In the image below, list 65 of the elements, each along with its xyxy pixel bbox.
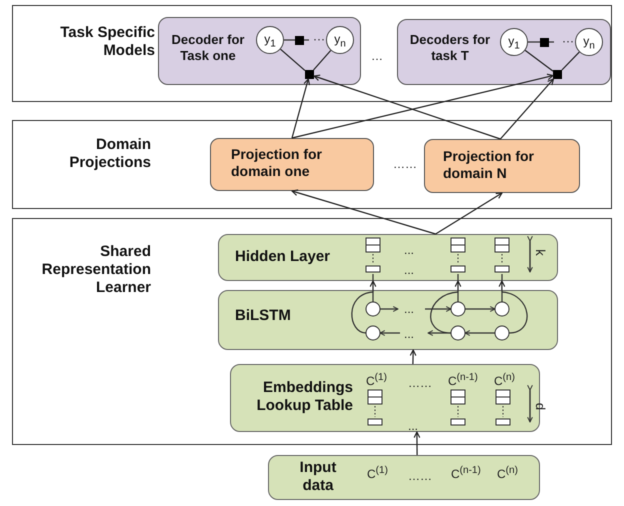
variable-label: y$_{n}$ xyxy=(582,35,596,52)
ellipsis: ... xyxy=(404,328,414,340)
ellipsis: ... xyxy=(404,264,414,276)
decoder-box xyxy=(397,19,611,85)
box-label: Embeddings Lookup Table xyxy=(256,379,353,415)
arrow xyxy=(498,280,506,290)
arrow xyxy=(291,78,310,138)
box-label: Hidden Layer xyxy=(235,248,332,266)
variable-circle xyxy=(575,28,603,56)
box-label: Decoders for task T xyxy=(408,32,492,64)
ellipsis: ··· xyxy=(562,35,574,47)
arrow xyxy=(291,189,436,235)
variable-circle xyxy=(500,28,528,56)
section-panel xyxy=(12,120,612,209)
arrow xyxy=(414,431,420,455)
projection-box xyxy=(210,138,374,191)
arrow xyxy=(410,349,416,364)
connector-line xyxy=(280,48,306,72)
layer-box xyxy=(218,234,558,281)
arrow xyxy=(313,74,501,140)
box-label: Projection for domain N xyxy=(443,148,536,182)
ellipsis: …… xyxy=(393,158,417,170)
arrow xyxy=(370,280,376,290)
ellipsis: ... xyxy=(404,303,414,315)
token-label: C$^{(1)}$ xyxy=(367,466,388,480)
token-label: C$^{(n)}$ xyxy=(494,373,515,387)
decoder-box xyxy=(158,17,361,85)
token-label: C$^{(n-1)}$ xyxy=(451,466,481,480)
token-label: C$^{(n)}$ xyxy=(497,466,518,480)
box-label: BiLSTM xyxy=(235,307,292,325)
factor-square xyxy=(305,70,314,79)
variable-circle xyxy=(326,26,354,54)
section-panel xyxy=(12,5,612,102)
dimension-label: d xyxy=(534,402,548,410)
ellipsis: ... xyxy=(408,420,418,432)
section-heading: Task Specific Models xyxy=(59,24,155,60)
section-panel xyxy=(12,218,612,445)
layer-box xyxy=(218,290,558,350)
connector-line xyxy=(524,50,554,72)
layer-box xyxy=(268,455,540,500)
connector-line xyxy=(561,52,580,70)
projection-box xyxy=(424,139,580,193)
dimension-label: k xyxy=(534,249,547,256)
arrow xyxy=(435,192,503,235)
variable-label: y$_{n}$ xyxy=(333,33,347,50)
box-label: Decoder for Task one xyxy=(170,32,246,64)
variable-label: y$_{1}$ xyxy=(263,33,277,50)
ellipsis: ... xyxy=(404,244,414,256)
section-heading: Domain Projections xyxy=(68,136,151,172)
ellipsis: … xyxy=(371,50,383,62)
section-heading: Shared Representation Learner xyxy=(40,243,151,297)
variable-label: y$_{1}$ xyxy=(507,35,521,52)
arrow xyxy=(500,78,554,140)
ellipsis: …… xyxy=(408,377,432,389)
arrow xyxy=(292,74,554,139)
connector-line xyxy=(313,50,332,70)
token-label: C$^{(1)}$ xyxy=(366,373,387,387)
factor-square xyxy=(553,70,562,79)
arrow xyxy=(454,280,462,290)
ellipsis: …… xyxy=(408,470,432,482)
variable-circle xyxy=(256,26,284,54)
token-label: C$^{(n-1)}$ xyxy=(448,373,478,387)
box-label: Projection for domain one xyxy=(231,146,324,180)
box-label: Input data xyxy=(298,459,338,495)
ellipsis: ··· xyxy=(313,33,325,45)
